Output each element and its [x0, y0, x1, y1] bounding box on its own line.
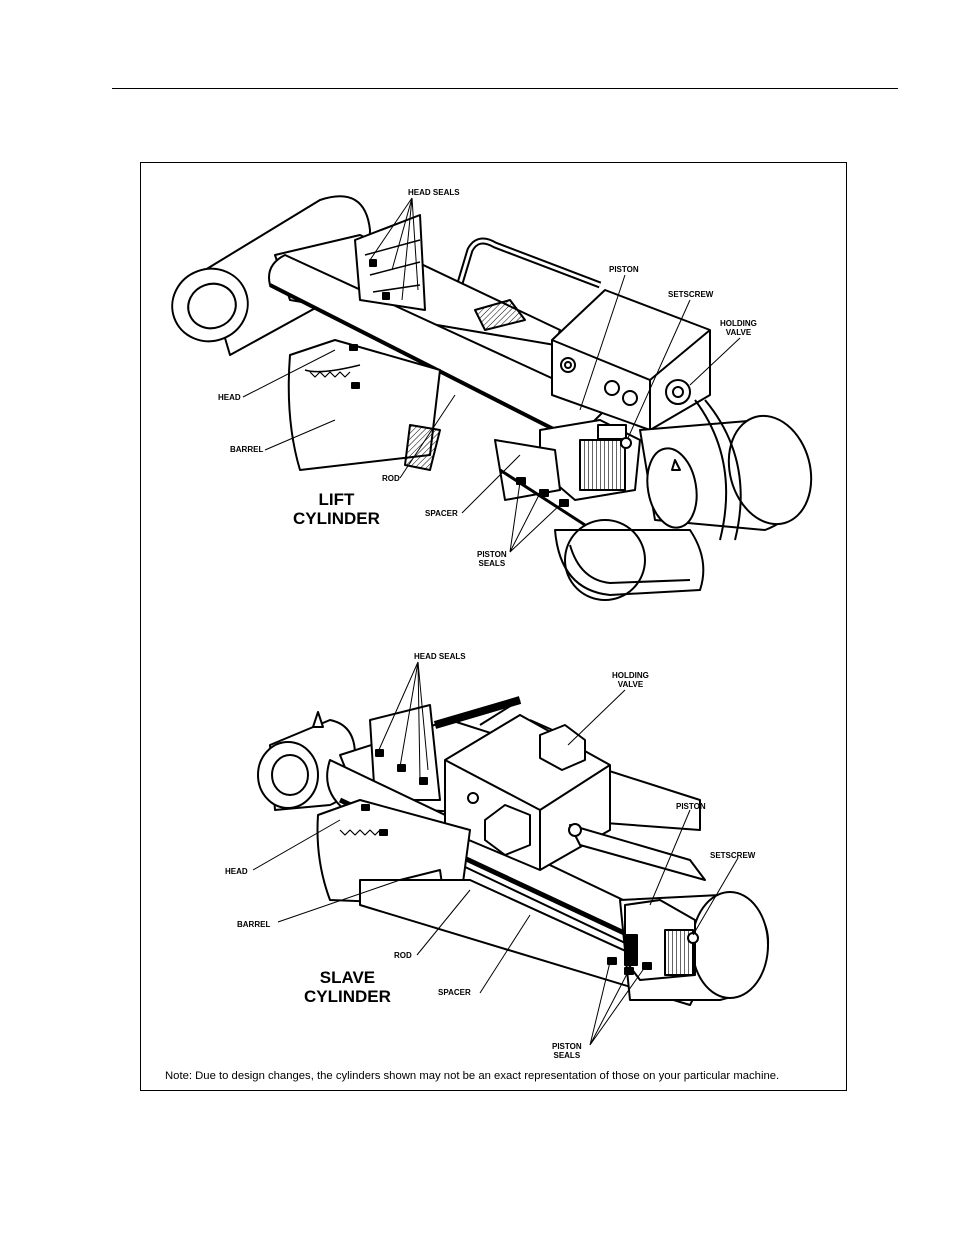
- lift-piston-seals-line1: PISTON: [477, 550, 507, 559]
- lift-holding-valve-line1: HOLDING: [720, 319, 757, 328]
- lift-head-label: HEAD: [218, 393, 241, 402]
- lift-rod-label: ROD: [382, 474, 400, 483]
- slave-cylinder-title: SLAVE CYLINDER: [304, 968, 391, 1006]
- lift-cylinder-title: LIFT CYLINDER: [293, 490, 380, 528]
- lift-piston-seals-line2: SEALS: [478, 559, 506, 568]
- lift-head-seals-label: HEAD SEALS: [408, 188, 460, 197]
- header-rule: [112, 88, 898, 89]
- slave-setscrew-label: SETSCREW: [710, 851, 756, 860]
- slave-title-line2: CYLINDER: [304, 987, 391, 1006]
- slave-holding-valve-label: HOLDING VALVE: [612, 671, 649, 689]
- lift-barrel-label: BARREL: [230, 445, 264, 454]
- lift-cylinder-drawing: [171, 195, 813, 601]
- slave-piston-label: PISTON: [676, 802, 706, 811]
- lift-spacer-label: SPACER: [425, 509, 458, 518]
- slave-holding-valve-line1: HOLDING: [612, 671, 649, 680]
- slave-head-label: HEAD: [225, 867, 248, 876]
- slave-barrel-label: BARREL: [237, 920, 271, 929]
- slave-cylinder-drawing: [257, 696, 770, 1006]
- slave-rod-label: ROD: [394, 951, 412, 960]
- slave-piston-seals-line2: SEALS: [553, 1051, 581, 1060]
- lift-piston-seals-label: PISTON SEALS: [477, 550, 507, 568]
- lift-title-line2: CYLINDER: [293, 509, 380, 528]
- slave-piston-seals-label: PISTON SEALS: [552, 1042, 582, 1060]
- figure-frame: [140, 162, 847, 1091]
- lift-piston-label: PISTON: [609, 265, 639, 274]
- lift-holding-valve-line2: VALVE: [725, 328, 752, 337]
- lift-leader-lines: [242, 197, 741, 553]
- slave-piston-seals-line1: PISTON: [552, 1042, 582, 1051]
- slave-head-seals-label: HEAD SEALS: [414, 652, 466, 661]
- slave-holding-valve-line2: VALVE: [617, 680, 644, 689]
- lift-setscrew-label: SETSCREW: [668, 290, 714, 299]
- lift-title-line1: LIFT: [318, 490, 355, 509]
- slave-spacer-label: SPACER: [438, 988, 471, 997]
- lift-holding-valve-label: HOLDING VALVE: [720, 319, 757, 337]
- slave-leader-lines: [252, 661, 739, 1046]
- slave-title-line1: SLAVE: [319, 968, 376, 987]
- design-change-note: Note: Due to design changes, the cylinde…: [165, 1070, 780, 1082]
